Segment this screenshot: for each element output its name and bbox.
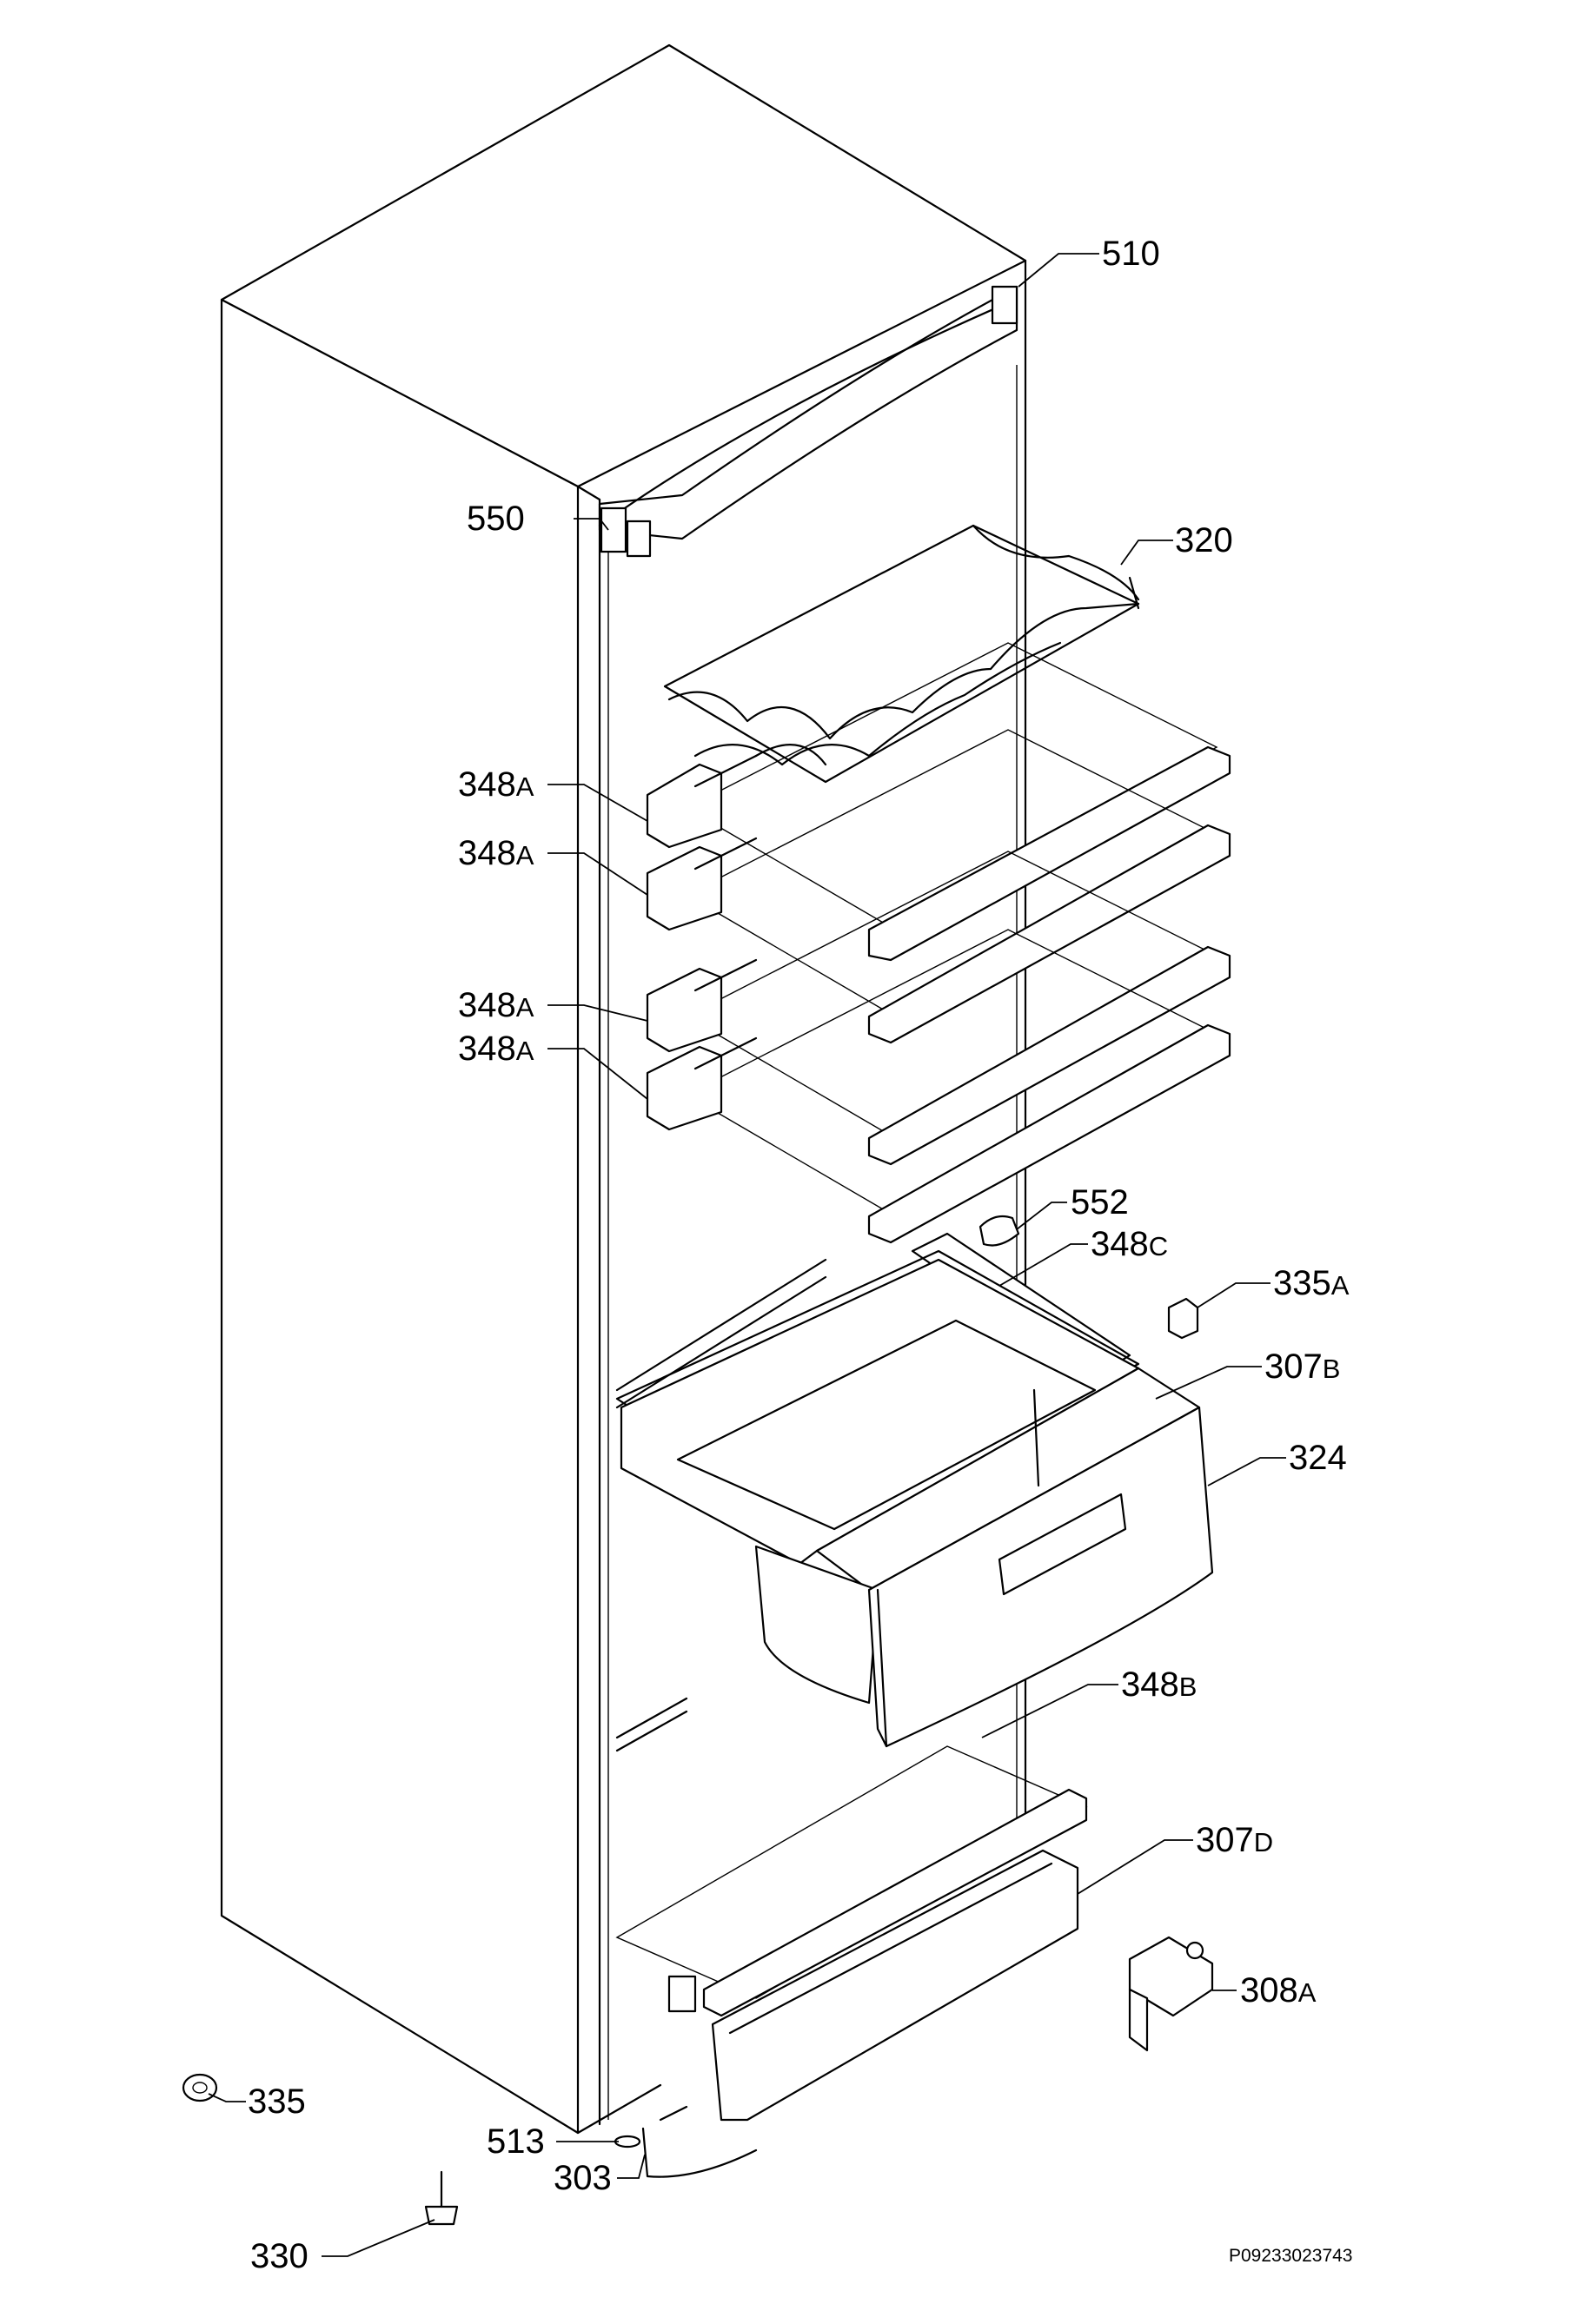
bottom-glass-shelf bbox=[615, 1697, 1088, 2017]
crisper-clip bbox=[979, 1215, 1020, 1247]
document-id: P09233023743 bbox=[1229, 2246, 1353, 2266]
label-513: 513 bbox=[487, 2122, 545, 2161]
label-308a: 308A bbox=[1240, 1971, 1317, 2009]
adjustable-foot bbox=[182, 2073, 218, 2102]
label-303: 303 bbox=[554, 2159, 612, 2197]
label-320: 320 bbox=[1175, 521, 1233, 559]
label-510: 510 bbox=[1102, 235, 1160, 273]
label-348a-1: 348A bbox=[458, 765, 534, 804]
crisper-drawer bbox=[620, 1258, 1214, 1748]
glass-shelf-2 bbox=[646, 729, 1231, 1044]
label-330: 330 bbox=[250, 2237, 309, 2275]
shelf-support-335a bbox=[1167, 1297, 1199, 1340]
label-348a-2: 348A bbox=[458, 834, 534, 872]
bottom-drawer bbox=[667, 1849, 1079, 2122]
control-panel bbox=[598, 285, 1018, 558]
wine-rack bbox=[663, 524, 1140, 784]
label-550: 550 bbox=[467, 500, 525, 538]
label-307b: 307B bbox=[1264, 1347, 1341, 1386]
label-348a-4: 348A bbox=[458, 1030, 534, 1068]
part-513 bbox=[614, 2135, 641, 2149]
leader-lines bbox=[208, 253, 1286, 2257]
label-335a: 335A bbox=[1273, 1264, 1350, 1302]
label-324: 324 bbox=[1289, 1439, 1347, 1477]
glass-shelf-1 bbox=[646, 642, 1231, 962]
label-348c: 348C bbox=[1091, 1225, 1169, 1263]
label-552: 552 bbox=[1071, 1183, 1129, 1222]
glass-shelf-4 bbox=[646, 929, 1231, 1244]
door-hinge bbox=[1128, 1936, 1214, 2052]
label-335: 335 bbox=[248, 2082, 306, 2121]
label-348b: 348B bbox=[1121, 1665, 1198, 1704]
part-303 bbox=[641, 2105, 758, 2178]
glass-shelf-3 bbox=[646, 851, 1231, 1166]
label-307d: 307D bbox=[1196, 1821, 1274, 1859]
levelling-screw bbox=[424, 2170, 459, 2226]
label-348a-3: 348A bbox=[458, 986, 534, 1024]
